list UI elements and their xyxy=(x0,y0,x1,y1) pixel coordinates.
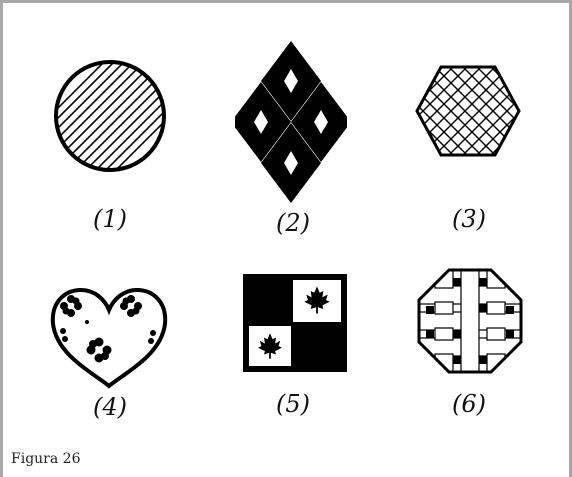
figure-label-6: (6) xyxy=(424,390,514,418)
figure-label-4: (4) xyxy=(65,393,155,421)
maple-leaf-checkerboard-icon xyxy=(243,274,347,372)
crosshatched-hexagon-icon xyxy=(415,65,521,157)
figure-label-2: (2) xyxy=(248,209,338,237)
figure-caption: Figura 26 xyxy=(11,451,80,467)
striped-circle-icon xyxy=(51,57,169,175)
figure-label-3: (3) xyxy=(424,205,514,233)
diamond-cluster-icon xyxy=(235,41,347,203)
figure-label-5: (5) xyxy=(248,390,338,418)
figure-label-1: (1) xyxy=(65,205,155,233)
woven-octagon-icon xyxy=(417,268,523,374)
flowered-heart-icon xyxy=(49,286,169,390)
